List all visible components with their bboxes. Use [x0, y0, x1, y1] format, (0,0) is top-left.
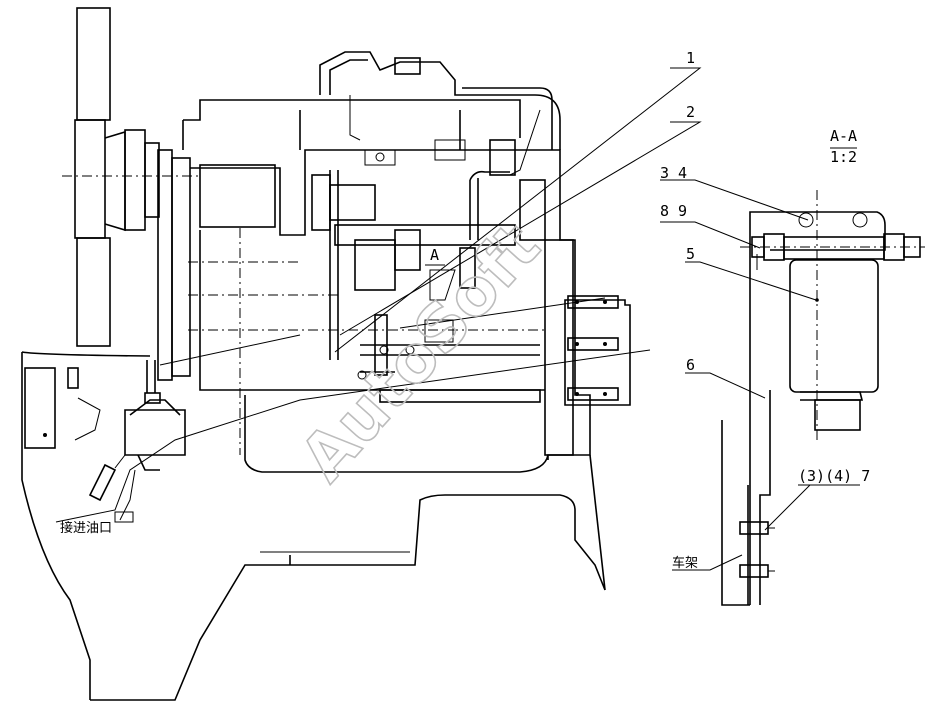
callout-2: 2 — [686, 103, 695, 121]
view-marker-a: A — [430, 246, 439, 264]
vehicle-frame-section — [721, 390, 775, 606]
section-scale: 1:2 — [830, 148, 857, 166]
throttle-linkage — [357, 314, 540, 380]
flywheel-housing — [544, 239, 631, 456]
cooling-fan — [62, 7, 200, 347]
section-aa-filter — [740, 190, 925, 605]
engine-mount — [24, 360, 186, 523]
inlet-note: 接进油口 — [60, 520, 112, 536]
callout-8-9: 8 9 — [660, 202, 687, 220]
breather-pipe — [319, 51, 561, 176]
bell-housing-outline — [21, 351, 606, 701]
callout-6: 6 — [686, 356, 695, 374]
front-cover — [157, 99, 521, 381]
leader-lines — [55, 67, 860, 571]
callout-1: 1 — [686, 49, 695, 67]
watermark: AutoSoft — [287, 210, 555, 496]
callout-3-4-7: (3)(4) 7 — [798, 467, 870, 485]
fuel-pump-assembly — [311, 139, 546, 360]
callout-3-4: 3 4 — [660, 164, 687, 182]
frame-note: 车架 — [672, 555, 698, 571]
callout-5: 5 — [686, 245, 695, 263]
section-name: A-A — [830, 127, 857, 145]
